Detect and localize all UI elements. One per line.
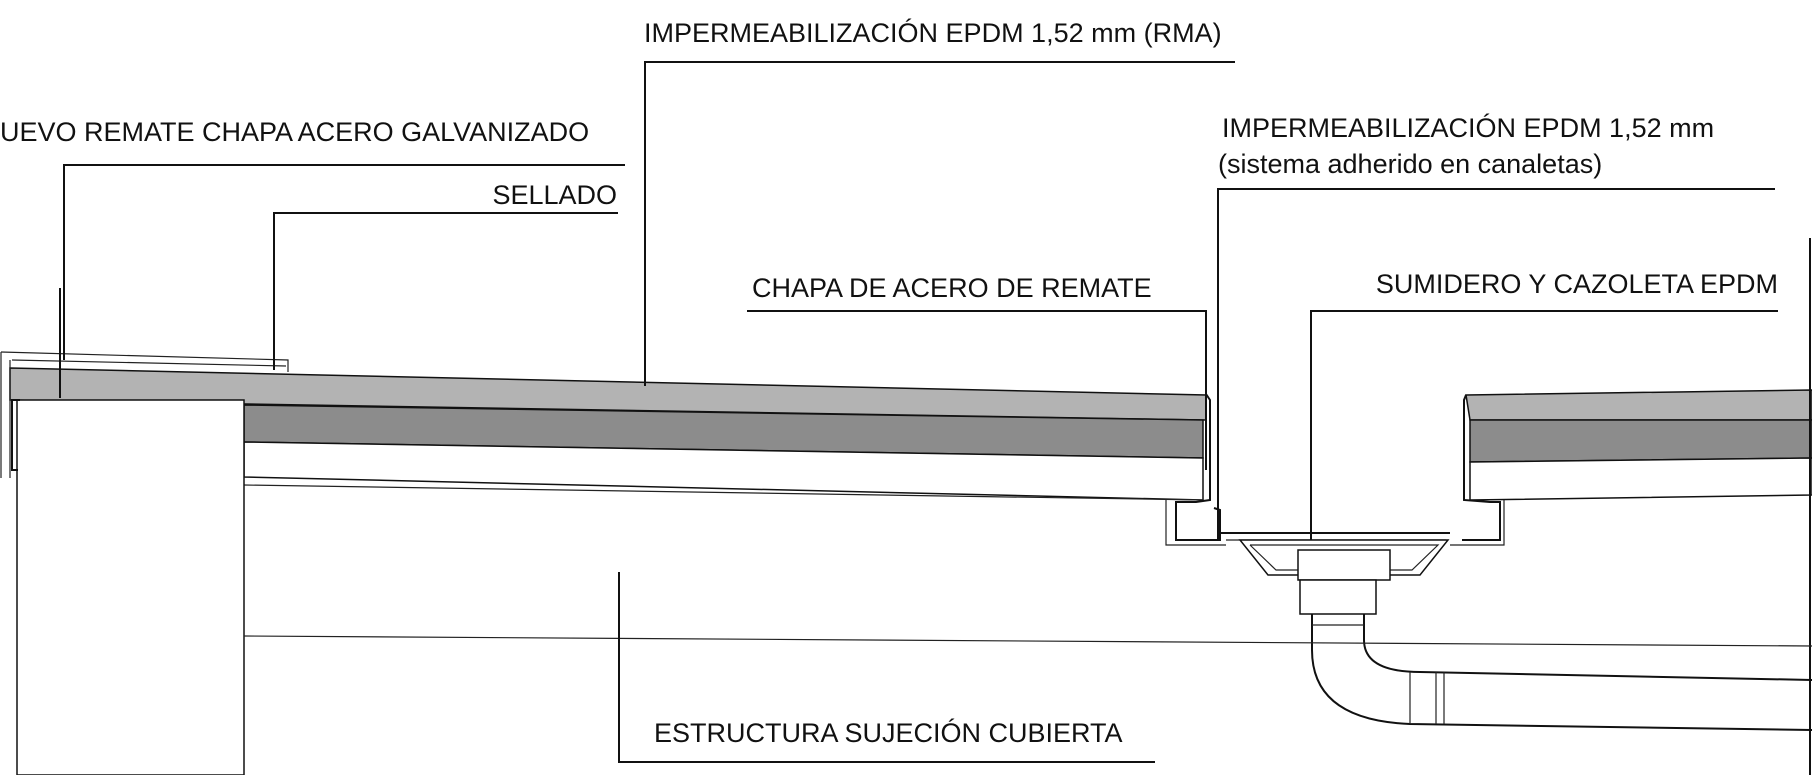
- drain-collar: [1297, 549, 1391, 581]
- label-remate-galvanizado: UEVO REMATE CHAPA ACERO GALVANIZADO: [0, 117, 589, 147]
- leader-lines: [59, 61, 1778, 763]
- leader-estructura: [618, 572, 1155, 763]
- leader-remate-galvanizado: [63, 164, 625, 360]
- label-estructura: ESTRUCTURA SUJECIÓN CUBIERTA: [654, 717, 1123, 748]
- leader-epdm-rma: [644, 61, 1235, 386]
- label-epdm-rma: IMPERMEABILIZACIÓN EPDM 1,52 mm (RMA): [644, 17, 1222, 48]
- left-support-wall: [16, 399, 245, 775]
- drain-outlet: [1299, 579, 1377, 615]
- right-panel-membrane-layer: [1465, 389, 1812, 421]
- right-panel-board: [1469, 457, 1812, 501]
- chapa-remate-right: [1462, 394, 1501, 541]
- drain-pipe-elbow: [1311, 614, 1812, 731]
- label-sumidero: SUMIDERO Y CAZOLETA EPDM: [1376, 269, 1778, 299]
- leader-sumidero: [1310, 310, 1778, 540]
- drain-assembly: [1220, 532, 1812, 731]
- leader-epdm-canaletas: [1217, 188, 1775, 540]
- label-epdm-canaletas-2: (sistema adherido en canaletas): [1218, 149, 1602, 179]
- label-sellado: SELLADO: [492, 180, 617, 210]
- right-roof-panel: [1450, 238, 1812, 775]
- leader-chapa-remate: [747, 310, 1207, 470]
- right-panel-insulation-layer: [1469, 419, 1812, 463]
- leader-sellado: [273, 212, 618, 370]
- chapa-remate-left: [1175, 393, 1221, 541]
- label-chapa-remate: CHAPA DE ACERO DE REMATE: [752, 273, 1152, 303]
- left-roof-panel: [0, 351, 1226, 775]
- left-edge-flashing: [11, 399, 20, 471]
- label-epdm-canaletas-1: IMPERMEABILIZACIÓN EPDM 1,52 mm: [1222, 112, 1714, 143]
- structure-beam-line: [243, 635, 1812, 647]
